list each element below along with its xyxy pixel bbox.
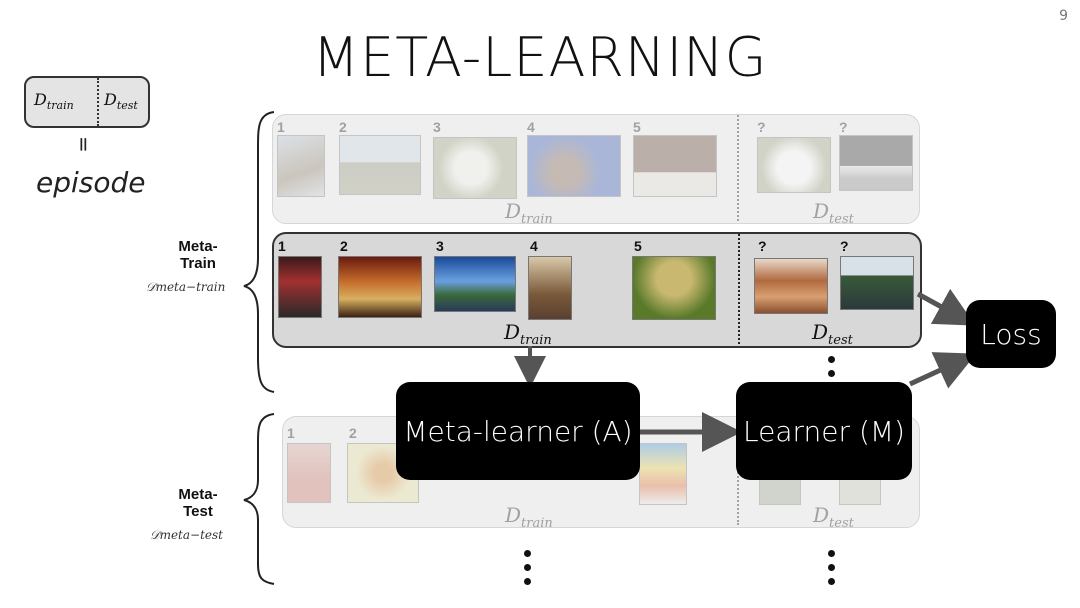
- mid-num-5: 5: [634, 238, 642, 254]
- pots-image: [754, 258, 828, 314]
- bot-train-label: Dtrain: [505, 503, 553, 531]
- ellipsis-dot: [524, 550, 531, 557]
- ellipsis-dot: [524, 578, 531, 585]
- meta-test-math: 𝒟meta−test: [150, 528, 223, 542]
- slide-title: META-LEARNING: [312, 26, 768, 89]
- top-num-1: 1: [277, 119, 285, 135]
- barrel-image: [528, 256, 572, 320]
- learner-label: Learner (M): [743, 414, 905, 448]
- meta-train-brace: [243, 111, 275, 393]
- gymnast-image: [278, 256, 322, 318]
- ellipsis-dot: [828, 550, 835, 557]
- mid-split-line: [738, 234, 740, 344]
- carousel-image: [338, 256, 422, 318]
- ellipsis-dot: [828, 578, 835, 585]
- mid-test-label: Dtest: [812, 320, 853, 348]
- singer-image: [527, 135, 621, 197]
- top-q-2: ?: [839, 119, 848, 135]
- mid-q-2: ?: [840, 238, 849, 254]
- meta-train-episode-panel: 1 2 3 4 5 ? ? Dtrain Dtest: [272, 232, 922, 348]
- piano-image: [633, 135, 717, 197]
- top-q-1: ?: [757, 119, 766, 135]
- keyboard-image: [839, 135, 913, 191]
- tank-image: [339, 135, 421, 195]
- mid-q-1: ?: [758, 238, 767, 254]
- meta-test-brace: [243, 413, 275, 585]
- top-num-2: 2: [339, 119, 347, 135]
- loss-label: Loss: [980, 317, 1042, 351]
- bot-num-1: 1: [287, 425, 295, 441]
- mid-num-1: 1: [278, 238, 286, 254]
- top-num-5: 5: [633, 119, 641, 135]
- cliff-image: [434, 256, 516, 312]
- top-split-line: [737, 115, 739, 221]
- episode-word: episode: [36, 166, 146, 199]
- figurine-image: [287, 443, 331, 503]
- top-train-label: Dtrain: [505, 199, 553, 227]
- episode-test-label: Dtest: [104, 90, 138, 113]
- learner-block: Learner (M): [736, 382, 912, 480]
- dog-image: [433, 137, 517, 199]
- meta-train-label: Meta- Train: [178, 238, 218, 272]
- mushroom-image: [632, 256, 716, 320]
- meta-learner-block: Meta-learner (A): [396, 382, 640, 480]
- bot-test-label: Dtest: [813, 503, 854, 531]
- white-dog-image: [757, 137, 831, 193]
- mid-train-label: Dtrain: [504, 320, 552, 348]
- episode-train-label: Dtrain: [34, 90, 74, 113]
- bot-num-2: 2: [349, 425, 357, 441]
- arrow-dtest-to-loss: [916, 288, 976, 326]
- top-num-4: 4: [527, 119, 535, 135]
- meta-test-label: Meta- Test: [178, 486, 218, 520]
- ellipsis-dot: [828, 356, 835, 363]
- ellipsis-dot: [828, 370, 835, 377]
- mid-num-4: 4: [530, 238, 538, 254]
- episode-divider: [97, 78, 99, 126]
- top-test-label: Dtest: [813, 199, 854, 227]
- top-num-3: 3: [433, 119, 441, 135]
- loss-block: Loss: [966, 300, 1056, 368]
- mid-num-3: 3: [436, 238, 444, 254]
- ellipsis-dot: [524, 564, 531, 571]
- bird-image: [277, 135, 325, 197]
- mid-num-2: 2: [340, 238, 348, 254]
- coast-image: [840, 256, 914, 310]
- bowls-image: [639, 443, 687, 505]
- ellipsis-dot: [828, 564, 835, 571]
- top-episode-panel: 1 2 3 4 5 ? ? Dtrain Dtest: [272, 114, 920, 227]
- page-number: 9: [1059, 8, 1068, 24]
- episode-box: Dtrain Dtest: [24, 76, 150, 128]
- brace-svg: [243, 111, 275, 585]
- arrow-learner-to-loss: [908, 352, 977, 389]
- meta-train-math: 𝒟meta−train: [146, 280, 226, 294]
- meta-learner-label: Meta-learner (A): [403, 414, 633, 448]
- episode-equals: =: [72, 136, 96, 153]
